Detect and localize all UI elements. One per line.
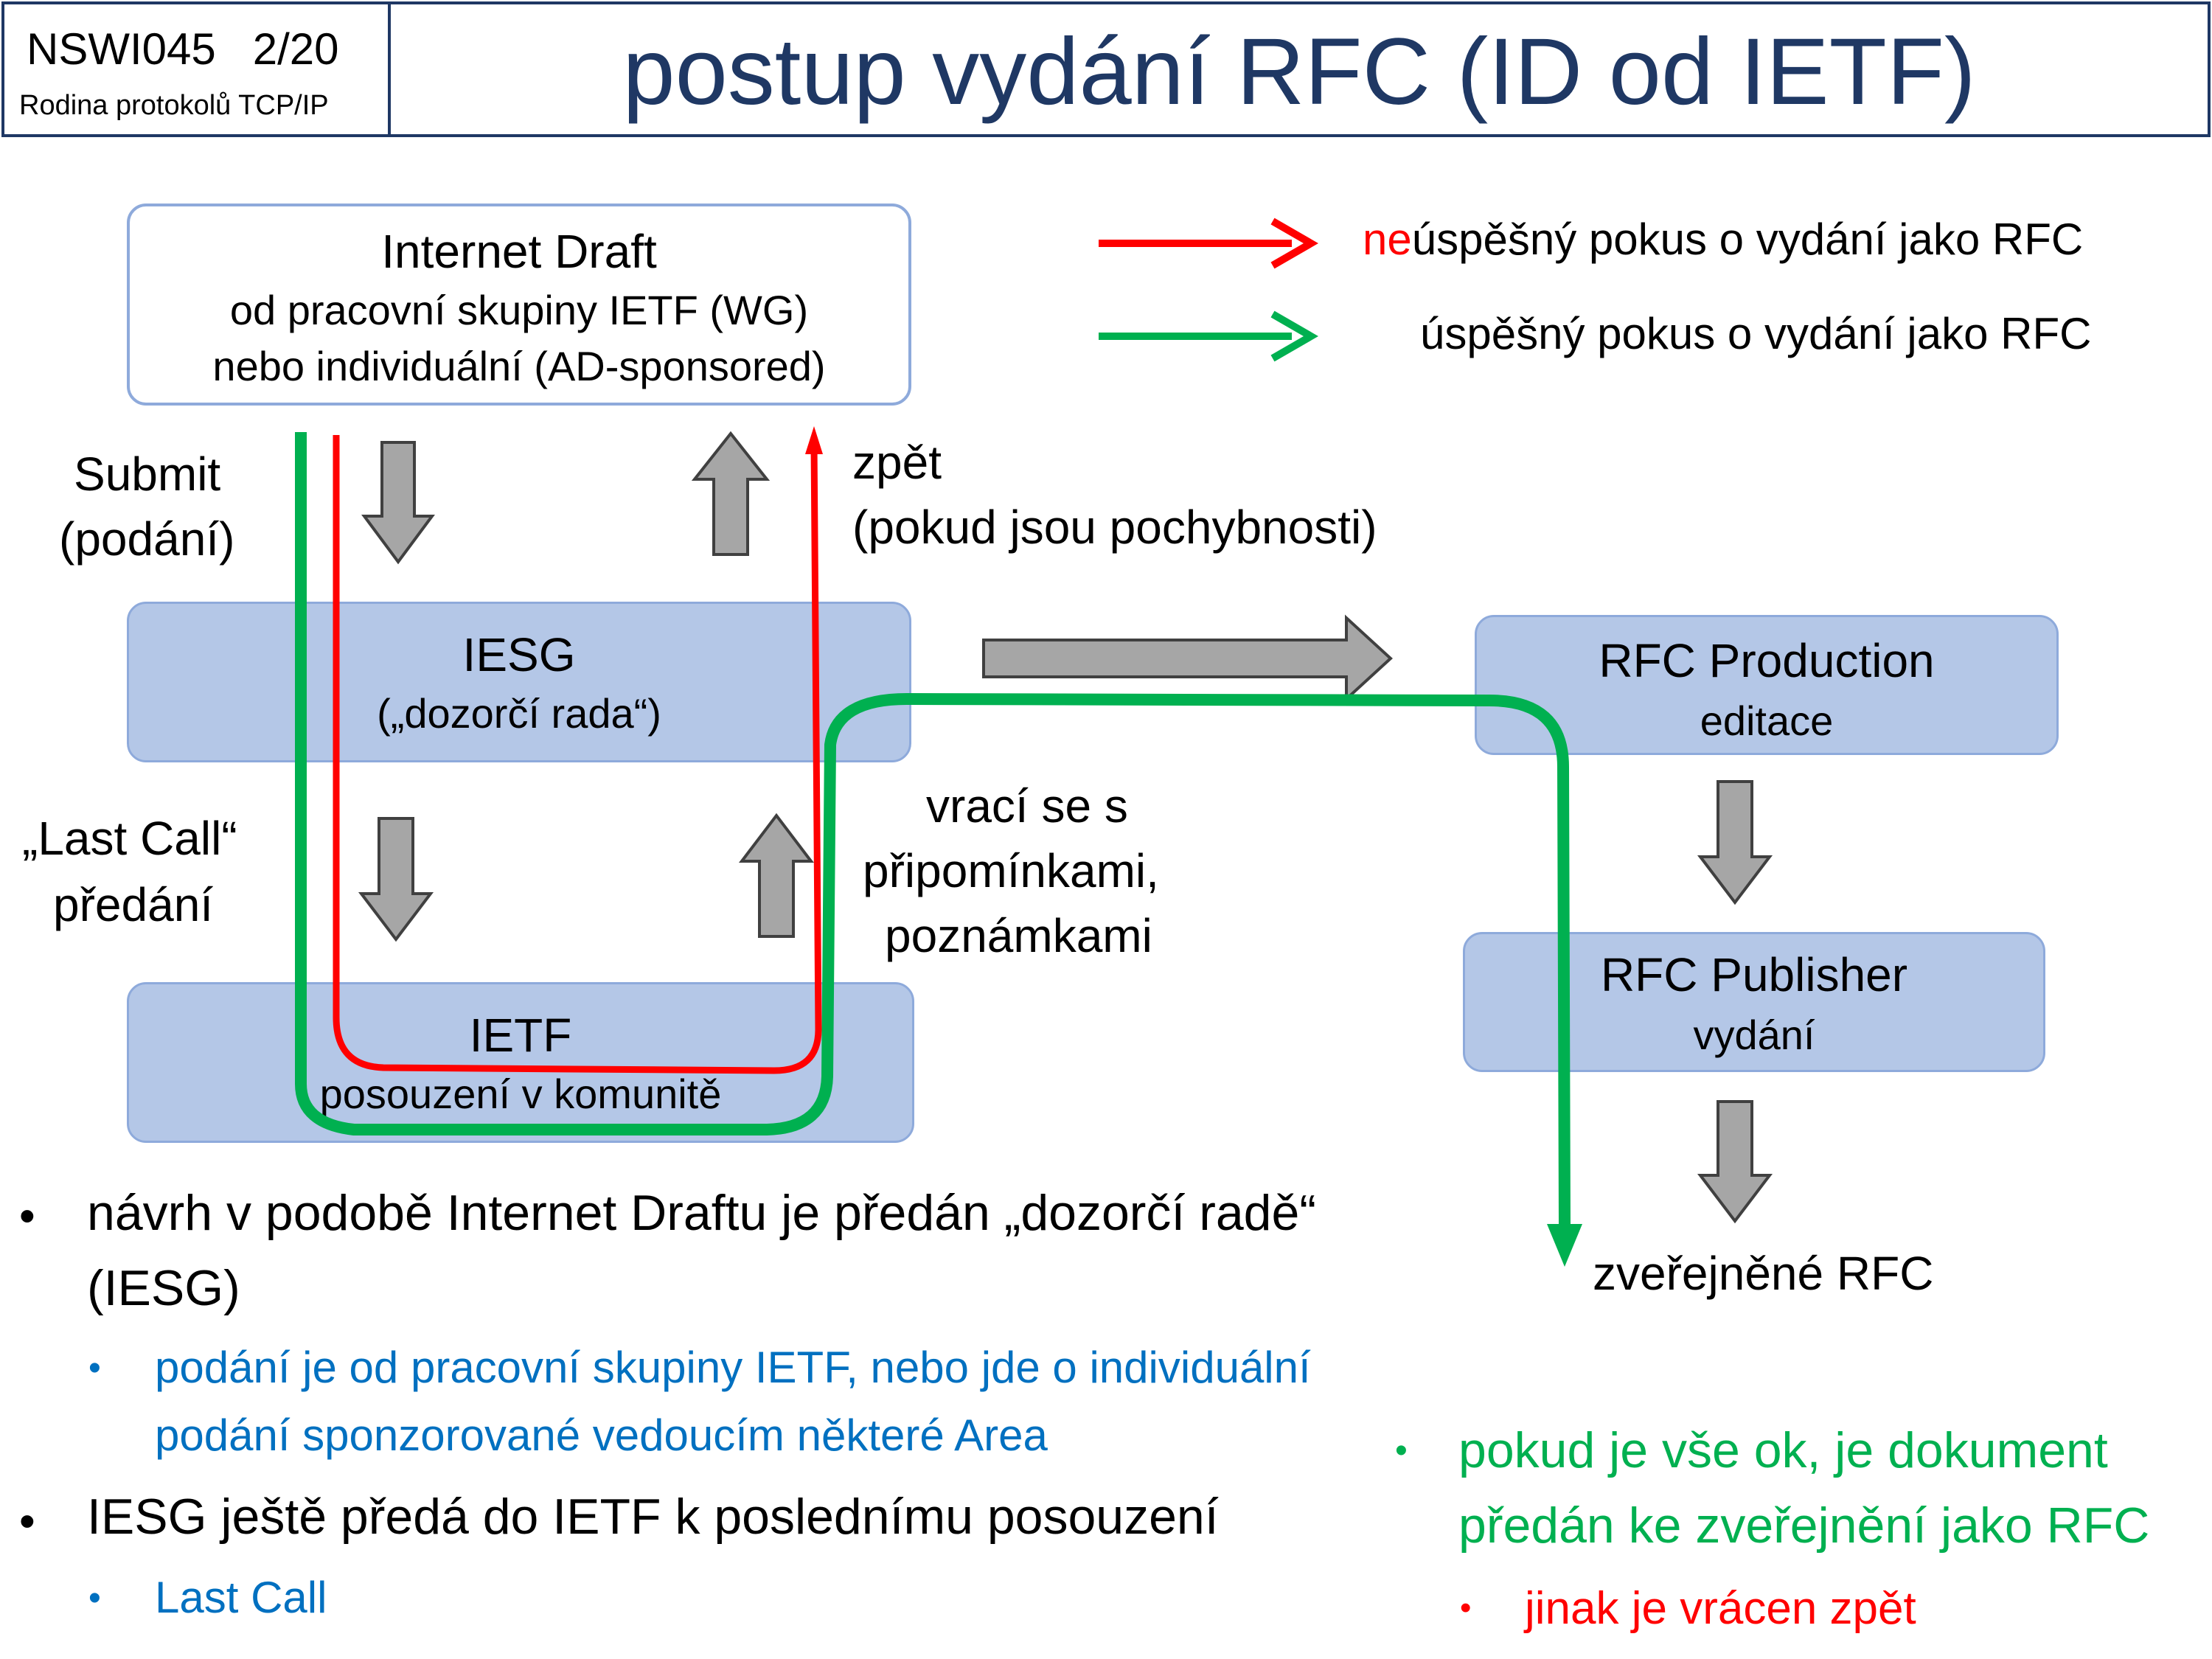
rfc-publisher-title: RFC Publisher [1600, 948, 1908, 1001]
to-production-arrow [982, 614, 1393, 703]
publisher-to-rfc-arrow [1697, 1100, 1773, 1224]
bullet-2-sub-text: Last Call [155, 1573, 327, 1622]
submit-label-2: (podání) [59, 512, 235, 566]
success-path [295, 432, 1571, 1225]
internet-draft-line3: nebo individuální (AD-sponsored) [212, 343, 826, 389]
bullet-2-dot: • [19, 1496, 35, 1547]
slide-title: postup vydání RFC (ID od IETF) [622, 19, 1976, 125]
bullet-1-line1: návrh v podobě Internet Draftu je předán… [87, 1185, 1316, 1241]
rfc-production-box: RFC Production editace [1475, 615, 2059, 755]
lastcall-label-2: předání [53, 878, 214, 931]
back-up-arrow [691, 431, 771, 556]
internet-draft-line2: od pracovní skupiny IETF (WG) [229, 287, 809, 333]
returns-label-2: připomínkami, [863, 844, 1159, 897]
legend-fail-prefix: ne [1363, 215, 1412, 264]
iesg-subtitle: („dozorčí rada“) [377, 690, 661, 737]
bullet-1-dot: • [19, 1191, 35, 1242]
iesg-box: IESG („dozorčí rada“) [127, 602, 911, 762]
failure-path [333, 435, 822, 1074]
lastcall-label-1: „Last Call“ [22, 812, 237, 865]
rfc-publisher-subtitle: vydání [1693, 1012, 1815, 1058]
bullet-1-sub-line1: podání je od pracovní skupiny IETF, nebo… [155, 1343, 1311, 1392]
legend-success-label: úspěšný pokus o vydání jako RFC [1420, 309, 2092, 358]
failure-arrow-head [805, 426, 823, 454]
else-bullet-text: jinak je vrácen zpět [1525, 1583, 1916, 1634]
slide-header-title: postup vydání RFC (ID od IETF) [391, 1, 2211, 137]
bullet-2-text: IESG ještě předá do IETF k poslednímu po… [87, 1489, 1219, 1545]
bullet-1-line2: (IESG) [87, 1260, 240, 1316]
bullet-2-sub-dot: • [88, 1579, 101, 1618]
published-rfc-label: zveřejněné RFC [1593, 1247, 1934, 1300]
production-to-publisher-arrow [1697, 780, 1773, 905]
internet-draft-box: Internet Draft od pracovní skupiny IETF … [127, 204, 911, 406]
iesg-title: IESG [462, 628, 576, 681]
back-label-2: (pokud jsou pochybnosti) [852, 501, 1377, 554]
internet-draft-title: Internet Draft [381, 225, 657, 278]
ietf-subtitle: posouzení v komunitě [319, 1071, 722, 1117]
rfc-production-title: RFC Production [1599, 634, 1935, 687]
ietf-box: IETF posouzení v komunitě [127, 982, 914, 1143]
returns-label-1: vrací se s [926, 779, 1128, 832]
success-arrow-head [1547, 1224, 1582, 1267]
slide-header-info: NSWI045 2/20 Rodina protokolů TCP/IP [1, 1, 391, 137]
submit-label-1: Submit [74, 448, 221, 501]
ok-bullet-dot: • [1395, 1431, 1408, 1470]
ietf-title: IETF [469, 1009, 572, 1062]
ok-bullet-line1: pokud je vše ok, je dokument [1458, 1422, 2108, 1478]
ok-bullet-line2: předán ke zveřejnění jako RFC [1458, 1498, 2150, 1554]
legend-red-arrow [1099, 218, 1319, 269]
returns-label-3: poznámkami [885, 909, 1152, 962]
returns-up-arrow [738, 813, 815, 938]
legend-fail-text: úspěšný pokus o vydání jako RFC [1411, 215, 2084, 264]
legend-green-arrow [1099, 310, 1319, 362]
course-code: NSWI045 2/20 [27, 24, 339, 74]
course-subject: Rodina protokolů TCP/IP [19, 90, 329, 121]
else-bullet-dot: • [1460, 1590, 1472, 1626]
legend-fail-label: neúspěšný pokus o vydání jako RFC [1363, 214, 2083, 265]
rfc-production-subtitle: editace [1700, 698, 1834, 744]
lastcall-down-arrow [358, 817, 434, 942]
bullet-1-sub-dot: • [88, 1349, 101, 1388]
submit-down-arrow [361, 441, 435, 565]
bullet-1-sub-line2: podání sponzorované vedoucím některé Are… [155, 1411, 1048, 1460]
back-label-1: zpět [852, 436, 942, 489]
